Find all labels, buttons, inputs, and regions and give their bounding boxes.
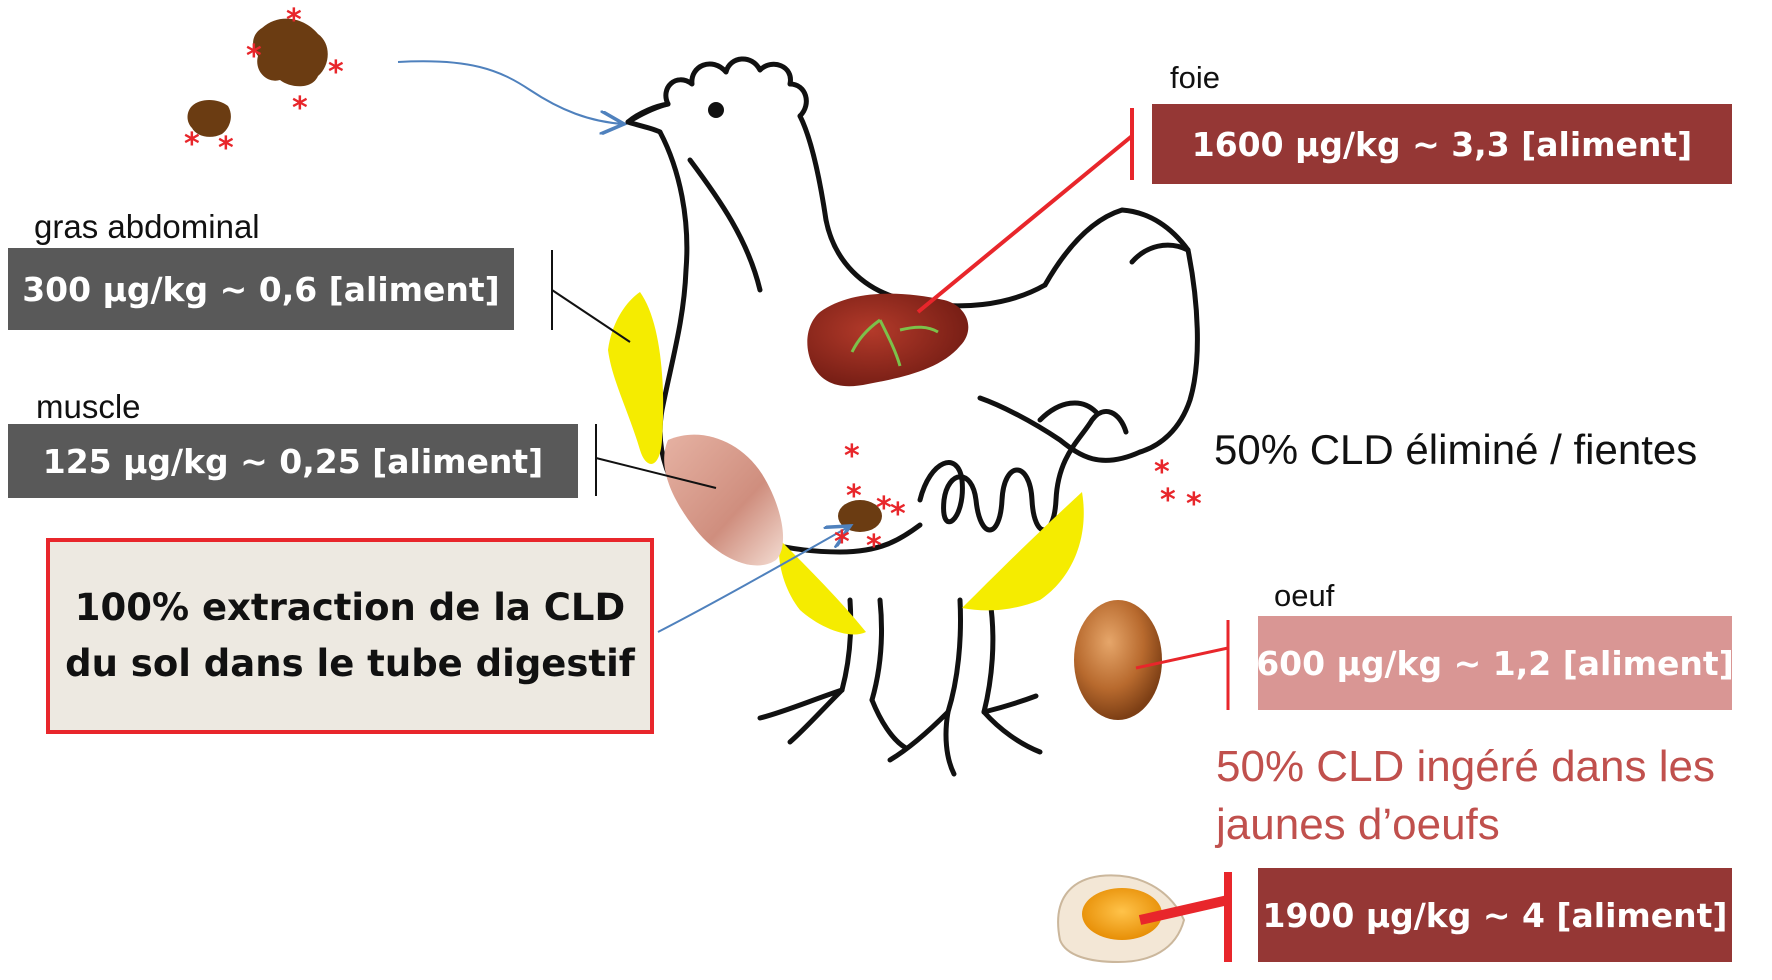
chicken-eye (708, 102, 724, 118)
asterisk-marker: * (1160, 483, 1176, 518)
asterisk-marker: * (890, 497, 906, 532)
extraction-line-2: du sol dans le tube digestif (65, 636, 635, 692)
asterisk-marker: * (246, 39, 262, 74)
asterisk-marker: * (1186, 487, 1202, 522)
label-foie: foie (1170, 60, 1220, 96)
connector-lines (552, 108, 1228, 962)
value-box-gras-abdominal: 300 µg/kg ~ 0,6 [aliment] (8, 248, 514, 330)
value-box-oeuf: 600 µg/kg ~ 1,2 [aliment] (1258, 616, 1732, 710)
arrow-icon (398, 61, 624, 124)
label-muscle: muscle (36, 388, 141, 426)
asterisk-marker: * (846, 479, 862, 514)
asterisk-marker: * (218, 131, 234, 166)
muscle-icon (664, 435, 783, 566)
asterisk-marker: * (286, 3, 302, 38)
extraction-line-1: 100% extraction de la CLD (65, 580, 635, 636)
asterisk-marker: * (292, 91, 308, 126)
liver-icon (807, 294, 968, 387)
asterisk-marker: * (844, 439, 860, 474)
label-oeuf: oeuf (1274, 578, 1334, 614)
label-gras-abdominal: gras abdominal (34, 208, 260, 246)
value-box-jaune: 1900 µg/kg ~ 4 [aliment] (1258, 868, 1732, 962)
yolk-note-line-2: jaunes d’oeufs (1216, 800, 1500, 850)
yolk-note-line-1: 50% CLD ingéré dans les (1216, 742, 1715, 792)
asterisk-marker: * (184, 127, 200, 162)
asterisk-marker: * (328, 55, 344, 90)
extraction-box: 100% extraction de la CLD du sol dans le… (46, 538, 654, 734)
asterisk-marker: * (834, 525, 850, 560)
asterisk-marker: * (866, 529, 882, 564)
excretion-note: 50% CLD éliminé / fientes (1214, 426, 1697, 474)
value-box-muscle: 125 µg/kg ~ 0,25 [aliment] (8, 424, 578, 498)
value-box-foie: 1600 µg/kg ~ 3,3 [aliment] (1152, 104, 1732, 184)
egg-icon (1074, 600, 1162, 720)
